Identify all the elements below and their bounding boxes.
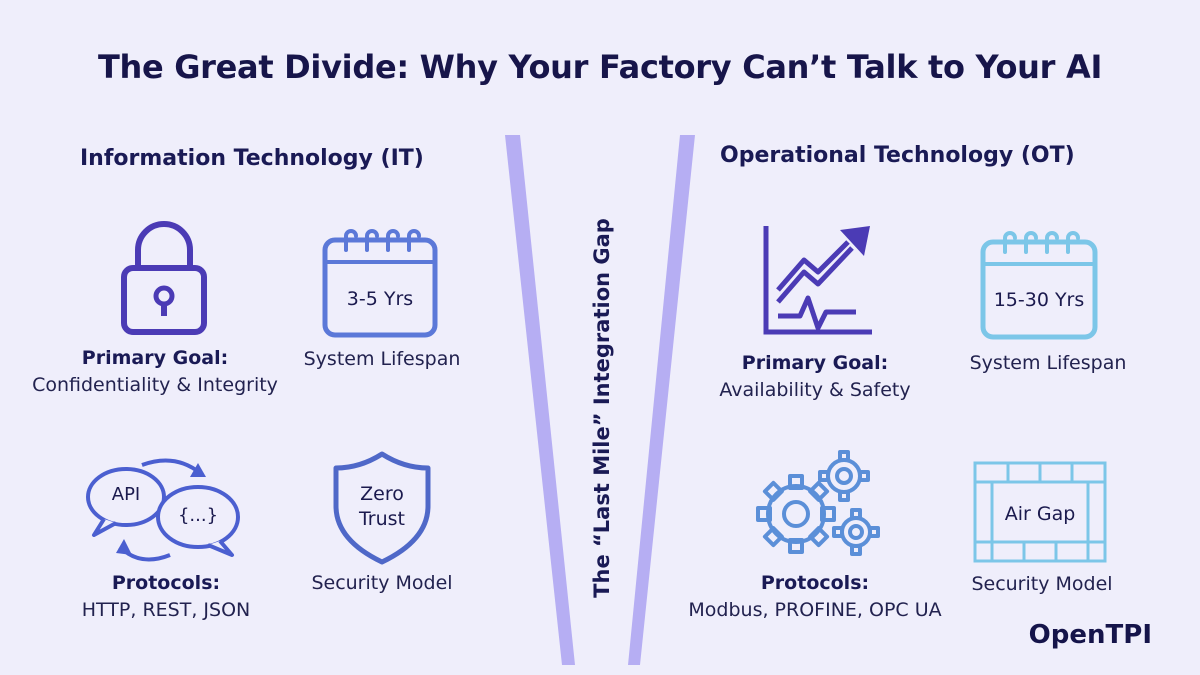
zero-trust-line2: Trust <box>358 508 405 530</box>
page-title: The Great Divide: Why Your Factory Can’t… <box>97 48 1103 86</box>
it-security-label: Security Model <box>311 572 453 594</box>
calendar-icon <box>322 229 438 338</box>
air-gap-badge: Air Gap <box>1004 503 1076 525</box>
zero-trust-line1: Zero <box>360 483 404 505</box>
it-lifespan-label: System Lifespan <box>303 348 461 370</box>
it-lifespan-badge: 3-5 Yrs <box>346 288 414 310</box>
divider-right-wedge <box>628 135 695 665</box>
integration-gap-label: The “Last Mile” Integration Gap <box>590 218 614 598</box>
ot-lifespan-badge: 15-30 Yrs <box>993 289 1085 311</box>
ot-goal-caption: Primary Goal: Availability & Safety <box>719 350 910 404</box>
ot-goal-value: Availability & Safety <box>719 379 911 401</box>
ot-protocols-label: Protocols: <box>760 572 870 594</box>
ot-lifespan-label: System Lifespan <box>969 352 1127 374</box>
it-heading: Information Technology (IT) <box>80 146 424 171</box>
divider-left-wedge <box>505 135 575 665</box>
api-bubble-text: API <box>111 484 141 505</box>
shield-icon <box>333 451 431 565</box>
ot-heading: Operational Technology (OT) <box>720 143 1075 168</box>
it-protocols-label: Protocols: <box>111 572 221 594</box>
ot-protocols-value: Modbus, PROFINE, OPC UA <box>688 599 942 621</box>
it-goal-value: Confidentiality & Integrity <box>32 374 278 396</box>
it-protocols-value: HTTP, REST, JSON <box>81 599 251 621</box>
it-protocols-caption: Protocols: HTTP, REST, JSON <box>82 570 251 624</box>
brick-wall-icon <box>973 461 1107 563</box>
chat-bubbles-icon <box>86 458 240 562</box>
ot-goal-label: Primary Goal: <box>741 352 889 374</box>
it-goal-label: Primary Goal: <box>81 347 229 369</box>
ot-protocols-caption: Protocols: Modbus, PROFINE, OPC UA <box>688 570 941 624</box>
padlock-icon <box>121 221 207 335</box>
zero-trust-badge: Zero Trust <box>330 482 434 532</box>
ot-security-label: Security Model <box>971 573 1113 595</box>
calendar-icon <box>980 231 1098 340</box>
json-bubble-text: {...} <box>177 505 219 526</box>
trend-chart-icon <box>763 226 872 335</box>
brand-logo: OpenTPI <box>1028 620 1152 650</box>
gears-icon <box>756 450 880 556</box>
it-goal-caption: Primary Goal: Confidentiality & Integrit… <box>32 345 278 399</box>
